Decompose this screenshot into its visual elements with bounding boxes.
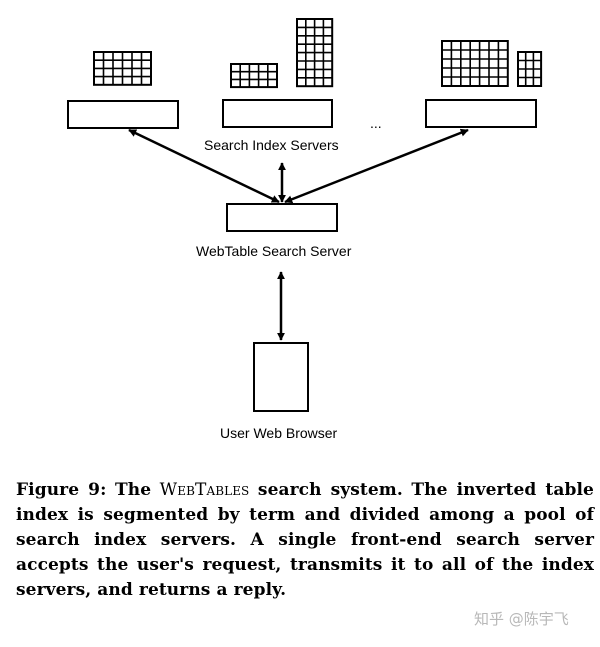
figure-number: Figure 9: bbox=[16, 480, 107, 500]
search-server-box bbox=[226, 203, 338, 232]
system-name: WebTables bbox=[159, 480, 250, 500]
search-server-label: WebTable Search Server bbox=[196, 243, 352, 259]
watermark: 知乎 @陈宇飞 bbox=[474, 610, 569, 628]
browser-box bbox=[253, 342, 309, 412]
index-server-box bbox=[425, 99, 537, 128]
caption-title-rest: search system. bbox=[257, 480, 403, 500]
caption-body: The inverted table index is segmented by… bbox=[16, 480, 594, 600]
ellipsis-label: ... bbox=[370, 115, 382, 131]
table-grid-icon bbox=[93, 51, 152, 86]
table-grid-icon bbox=[296, 18, 334, 88]
figure-caption: Figure 9: The WebTables search system. T… bbox=[16, 478, 594, 603]
caption-the: The bbox=[115, 480, 152, 500]
browser-label: User Web Browser bbox=[220, 425, 338, 441]
table-grid-icon bbox=[517, 51, 543, 87]
table-grid-icon bbox=[441, 40, 509, 87]
arrow-left-server bbox=[128, 128, 280, 204]
index-server-box bbox=[67, 100, 179, 129]
arrow-right-server bbox=[284, 128, 469, 204]
table-grid-icon bbox=[230, 63, 278, 89]
architecture-diagram: ... Search Index Servers WebTable Search… bbox=[67, 18, 543, 441]
index-server-box bbox=[222, 99, 333, 128]
index-servers-label: Search Index Servers bbox=[204, 137, 339, 153]
